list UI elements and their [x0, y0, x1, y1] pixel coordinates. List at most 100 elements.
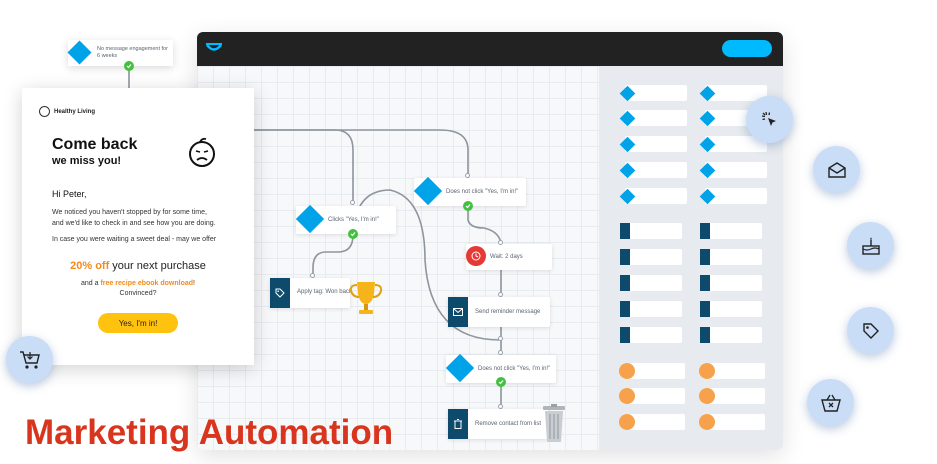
bonus-line: and a free recipe ebook download! [22, 280, 254, 287]
envelope-icon [448, 297, 468, 327]
trash-small-icon [448, 409, 468, 439]
palette-filter-icon [619, 388, 635, 404]
palette-item[interactable] [700, 327, 762, 343]
palette-condition-icon [620, 249, 630, 265]
palette-filter-icon [619, 363, 635, 379]
palette-item[interactable] [625, 85, 687, 101]
node-does-not-click-2-label: Does not click "Yes, I'm in!" [478, 366, 551, 372]
header-action-button[interactable] [722, 40, 772, 57]
palette-condition-icon [700, 301, 710, 317]
palette-item[interactable] [620, 327, 682, 343]
bonus-suffix: ! [193, 280, 195, 287]
palette-item[interactable] [620, 301, 682, 317]
sad-face-icon [189, 137, 215, 167]
node-wait[interactable]: Wait: 2 days [466, 244, 552, 270]
palette-item[interactable] [700, 223, 762, 239]
palette-item[interactable] [623, 363, 685, 379]
marketing-automation-headline: Marketing Automation [25, 413, 394, 452]
trigger-note[interactable]: No message engagement for 6 weeks [67, 40, 173, 66]
palette-filter-icon [699, 414, 715, 430]
node-remove-contact[interactable]: Remove contact from list [448, 409, 548, 439]
cake-icon [861, 237, 880, 255]
connector-joint [498, 240, 503, 245]
node-apply-tag[interactable]: Apply tag: Won back [270, 278, 352, 308]
offer-line: 20% off your next purchase [22, 260, 254, 272]
yes-im-in-button[interactable]: Yes, I'm in! [98, 313, 178, 333]
palette-item[interactable] [705, 162, 767, 178]
palette-condition-icon [700, 275, 710, 291]
connector-joint [498, 336, 503, 341]
envelope-bubble [813, 146, 860, 193]
palette-item[interactable] [700, 275, 762, 291]
palette-item[interactable] [700, 249, 762, 265]
node-send-reminder-label: Send reminder message [475, 309, 541, 315]
element-palette [599, 66, 783, 450]
brand-name: Healthy Living [54, 108, 96, 115]
basket-remove-icon [820, 394, 841, 412]
trigger-note-text: No message engagement for 6 weeks [97, 46, 168, 59]
connector-joint [465, 173, 470, 178]
palette-item[interactable] [703, 363, 765, 379]
email-body-line-3: In case you were waiting a sweet deal - … [52, 236, 217, 243]
brand-row: Healthy Living [39, 106, 95, 117]
palette-item[interactable] [625, 136, 687, 152]
connector-joint [310, 273, 315, 278]
trigger-diamond-icon [67, 40, 92, 65]
palette-item[interactable] [623, 388, 685, 404]
basket-bubble [807, 379, 854, 426]
trash-icon [543, 404, 565, 442]
brand-logo-icon [39, 106, 50, 117]
palette-filter-icon [619, 414, 635, 430]
check-icon [348, 229, 358, 239]
node-send-reminder[interactable]: Send reminder message [448, 297, 550, 327]
palette-item[interactable] [625, 162, 687, 178]
click-condition-icon [413, 176, 443, 206]
cursor-click-icon [761, 111, 776, 126]
palette-item[interactable] [705, 85, 767, 101]
node-apply-tag-label: Apply tag: Won back [297, 289, 352, 295]
palette-condition-icon [620, 223, 630, 239]
palette-item[interactable] [703, 388, 765, 404]
bonus-prefix: and a [81, 280, 101, 287]
palette-item[interactable] [705, 188, 767, 204]
connector-joint [498, 350, 503, 355]
price-tag-icon [862, 322, 879, 339]
node-remove-contact-label: Remove contact from list [475, 421, 542, 427]
app-header [197, 32, 783, 66]
check-icon [124, 61, 134, 71]
email-greeting: Hi Peter, [52, 189, 87, 199]
email-title: Come back [52, 136, 138, 153]
app-window [197, 32, 783, 450]
palette-item[interactable] [700, 301, 762, 317]
node-clicks-label: Clicks "Yes, I'm in!" [328, 217, 379, 223]
palette-item[interactable] [625, 110, 687, 126]
node-clicks[interactable]: Clicks "Yes, I'm in!" [295, 204, 396, 234]
palette-condition-icon [700, 327, 710, 343]
check-icon [463, 201, 473, 211]
palette-filter-icon [699, 388, 715, 404]
palette-item[interactable] [705, 136, 767, 152]
palette-condition-icon [620, 327, 630, 343]
palette-item[interactable] [625, 188, 687, 204]
palette-item[interactable] [620, 249, 682, 265]
cake-bubble [847, 222, 894, 269]
palette-item[interactable] [620, 275, 682, 291]
palette-item[interactable] [623, 414, 685, 430]
email-body-line-1: We noticed you haven't stopped by for so… [52, 209, 207, 216]
palette-condition-icon [620, 301, 630, 317]
email-preview: Healthy Living Come back we miss you! Hi… [22, 88, 254, 365]
palette-condition-icon [700, 249, 710, 265]
offer-highlight: 20% off [70, 260, 110, 272]
palette-item[interactable] [703, 414, 765, 430]
palette-item[interactable] [620, 223, 682, 239]
click-condition-icon [295, 204, 325, 234]
node-does-not-click-1-label: Does not click "Yes, I'm in!" [446, 189, 519, 195]
tag-bubble [847, 307, 894, 354]
connector-joint [350, 200, 355, 205]
palette-condition-icon [700, 223, 710, 239]
email-subtitle: we miss you! [52, 155, 122, 167]
trophy-icon [349, 282, 383, 314]
convinced-text: Convinced? [119, 290, 157, 297]
cursor-click-bubble [746, 96, 793, 143]
